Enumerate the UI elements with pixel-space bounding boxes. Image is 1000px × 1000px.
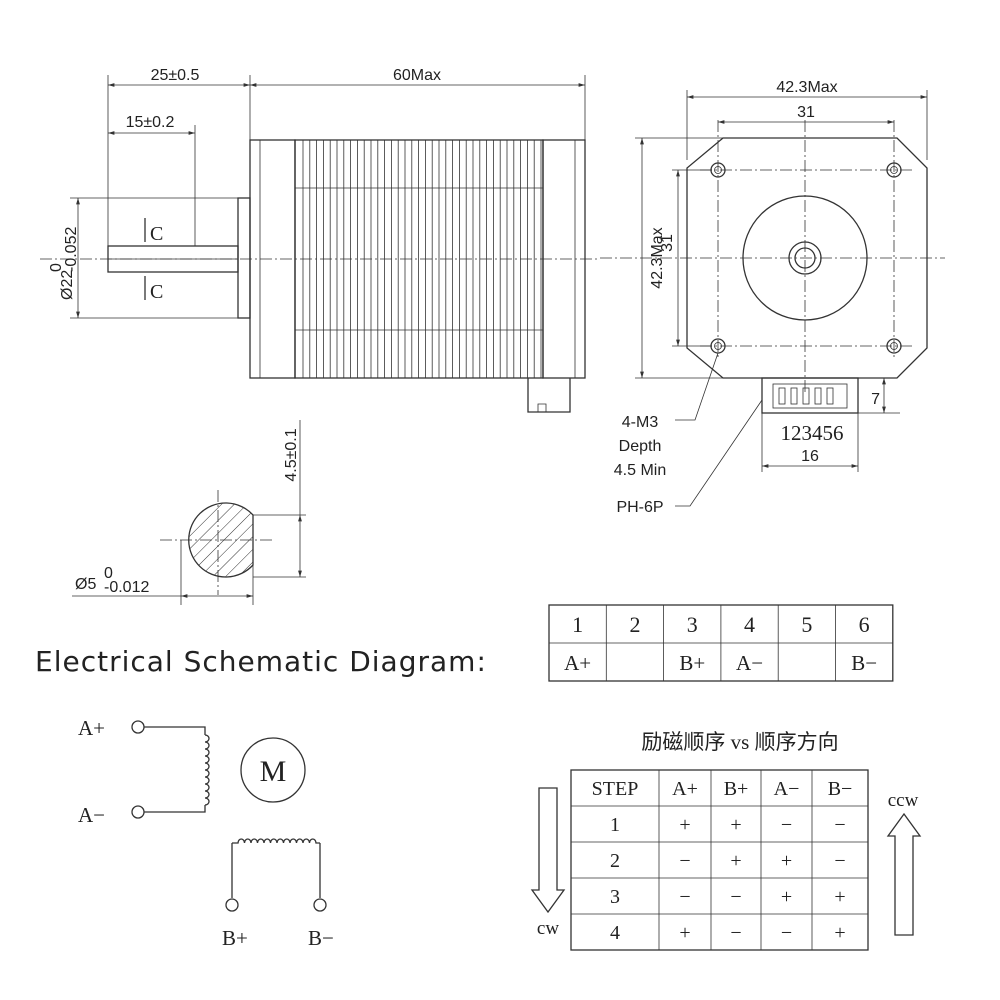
ccw-arrow-icon [886,812,922,936]
connector-pin-numbers: 123456 [781,421,844,445]
dim-boss-tol-upper: 0 [48,263,65,272]
sequence-cell: − [781,922,792,944]
sequence-header: A+ [672,778,698,800]
pin-number: 6 [859,612,870,637]
coil-a-winding [204,734,210,806]
sequence-header: A− [774,778,800,800]
sequence-cell: + [834,922,845,944]
sequence-cell: + [834,886,845,908]
sequence-cell: − [679,886,690,908]
pin-signal: B+ [679,651,705,675]
sequence-cell: + [730,850,741,872]
sequence-cell: − [730,886,741,908]
schematic-b-minus: B− [308,926,334,950]
pin-number: 1 [572,612,583,637]
terminal-a-plus [131,720,145,734]
sequence-cell: 1 [610,814,620,836]
schematic-a-plus: A+ [78,716,105,740]
sequence-title: 励磁顺序 vs 顺序方向 [641,730,838,754]
front-view: 42.3Max 31 42.3Max 31 123456 7 [600,79,945,516]
label-holes-1: 4-M3 [622,414,659,431]
section-marker-top: C [150,223,163,245]
dim-section-tol-upper: 0 [104,565,113,582]
sequence-header: B− [828,778,853,800]
cw-label: cw [537,918,559,939]
sequence-cell: − [834,814,845,836]
pin-number: 2 [629,612,640,637]
pin-number: 5 [801,612,812,637]
dim-section-tol-lower: -0.012 [104,579,149,596]
sequence-cell: + [781,886,792,908]
section-view: 4.5±0.1 Ø5 0 -0.012 [72,420,306,605]
connector-pins [778,387,834,405]
sequence-header: B+ [724,778,749,800]
motor-symbol [240,737,306,803]
sequence-cell: + [679,814,690,836]
schematic-title: Electrical Schematic Diagram: [35,645,487,678]
pin-signal: A+ [564,651,591,675]
connector-side [527,378,571,413]
pin-signal: B− [851,651,877,675]
dim-body-length: 60Max [393,67,441,84]
dim-shaft-total: 25±0.5 [151,67,200,84]
cw-arrow-icon [530,787,566,914]
dim-shaft-flat: 15±0.2 [126,114,175,131]
connector-front [761,377,859,414]
dim-section-flat: 4.5±0.1 [283,428,300,481]
sequence-frame [570,769,869,951]
sequence-table: STEP A+ B+ A− B− 1 + + − − 2 − + + − 3 − − + +4 + − − + [570,769,869,951]
sequence-cell: + [730,814,741,836]
schematic-a-minus: A− [78,803,105,827]
ccw-label: ccw [888,790,919,811]
sequence-cell: − [781,814,792,836]
front-face [686,137,928,379]
dim-hole-spacing-v: 31 [659,234,676,252]
sequence-cell: + [781,850,792,872]
pinout-table: 1A+ 2 3B+ 4A− 5 6B− [548,604,894,682]
pin-number: 3 [687,612,698,637]
sequence-cell: 2 [610,850,620,872]
motor-label: M [260,755,287,788]
coil-b-winding [232,838,320,844]
dim-section-diameter: Ø5 [75,576,96,593]
terminal-b-plus [225,898,239,912]
terminal-a-minus [131,805,145,819]
terminal-b-minus [313,898,327,912]
dim-connector-height: 7 [871,391,880,408]
sequence-cell: − [679,850,690,872]
dim-boss-diameter: Ø22 [59,270,76,300]
sequence-cell: − [730,922,741,944]
label-connector: PH-6P [616,499,663,516]
dim-connector-width: 16 [801,448,819,465]
label-holes-2: Depth [619,438,662,455]
pin-signal: A− [736,651,763,675]
dim-hole-spacing-h: 31 [797,104,815,121]
schematic: A+ A− M B+ B− [78,716,334,950]
dim-boss-tol-lower: -0.052 [63,227,80,272]
schematic-b-plus: B+ [222,926,248,950]
sequence-cell: 3 [610,886,620,908]
coil-a [204,734,210,806]
section-marker-bottom: C [150,281,163,303]
dim-front-width: 42.3Max [776,79,837,96]
sequence-cell: 4 [610,922,620,944]
boss [237,197,251,319]
sequence-cell: − [834,850,845,872]
label-holes-3: 4.5 Min [614,462,666,479]
coil-b [232,838,320,844]
pin-number: 4 [744,612,755,637]
sequence-header: STEP [592,778,639,800]
dim-front-height: 42.3Max [649,227,666,288]
side-view: 25±0.5 60Max 15±0.2 Ø22 0 -0.052 C C [40,67,600,413]
sequence-cell: + [679,922,690,944]
